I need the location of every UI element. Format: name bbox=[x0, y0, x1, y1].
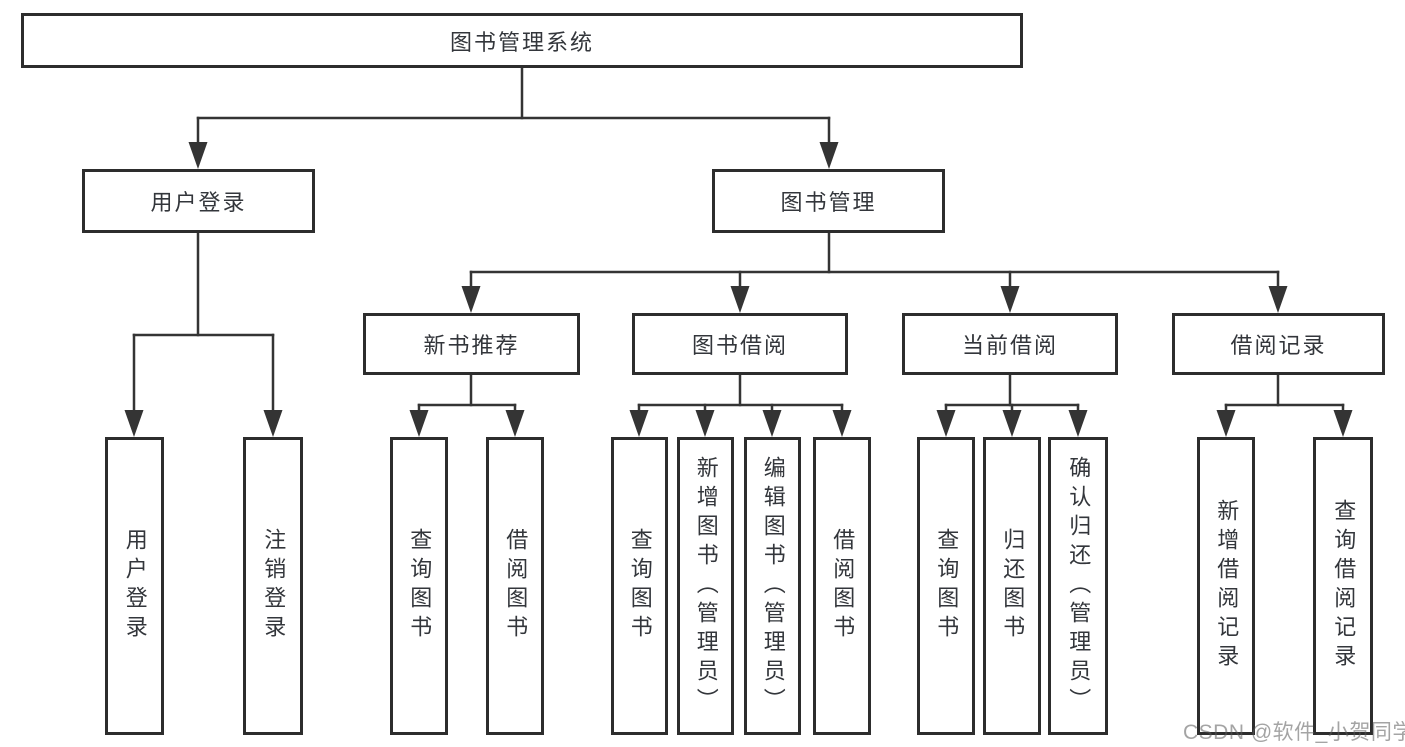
node-new-book-recommend-label: 新书推荐 bbox=[423, 333, 520, 358]
leaf-user-login-label: 用户登录 bbox=[122, 528, 148, 644]
node-current-borrow: 当前借阅 bbox=[902, 313, 1118, 375]
leaf-user-login: 用户登录 bbox=[105, 437, 164, 735]
leaf-query-books-current: 查询图书 bbox=[917, 437, 975, 735]
node-user-login-label: 用户登录 bbox=[150, 190, 247, 215]
leaf-query-books-borrow-label: 查询图书 bbox=[627, 528, 653, 644]
leaf-edit-books-admin: 编辑图书（管理员） bbox=[744, 437, 801, 735]
leaf-add-books-admin-label: 新增图书（管理员） bbox=[693, 455, 719, 717]
node-book-borrow-label: 图书借阅 bbox=[691, 333, 788, 358]
leaf-logout-login-label: 注销登录 bbox=[261, 528, 287, 644]
leaf-query-books-current-label: 查询图书 bbox=[934, 528, 960, 644]
leaf-confirm-return-admin-label: 确认归还（管理员） bbox=[1066, 455, 1092, 717]
leaf-logout-login: 注销登录 bbox=[243, 437, 303, 735]
node-book-management-label: 图书管理 bbox=[780, 190, 877, 215]
node-borrow-records: 借阅记录 bbox=[1172, 313, 1385, 375]
node-new-book-recommend: 新书推荐 bbox=[363, 313, 580, 375]
leaf-borrow-books-recommend-label: 借阅图书 bbox=[503, 528, 529, 644]
leaf-query-borrow-record-label: 查询借阅记录 bbox=[1331, 499, 1357, 673]
leaf-query-books-recommend-label: 查询图书 bbox=[407, 528, 433, 644]
leaf-add-books-admin: 新增图书（管理员） bbox=[677, 437, 734, 735]
leaf-return-books-label: 归还图书 bbox=[1000, 528, 1026, 644]
leaf-query-borrow-record: 查询借阅记录 bbox=[1313, 437, 1373, 735]
leaf-borrow-books-borrow: 借阅图书 bbox=[813, 437, 871, 735]
leaf-edit-books-admin-label: 编辑图书（管理员） bbox=[760, 455, 786, 717]
leaf-confirm-return-admin: 确认归还（管理员） bbox=[1048, 437, 1108, 735]
node-user-login: 用户登录 bbox=[82, 169, 315, 233]
node-borrow-records-label: 借阅记录 bbox=[1230, 333, 1327, 358]
leaf-query-books-borrow: 查询图书 bbox=[611, 437, 668, 735]
watermark: CSDN @软件_小贺同学 bbox=[1183, 721, 1405, 744]
leaf-return-books: 归还图书 bbox=[983, 437, 1041, 735]
node-library-system: 图书管理系统 bbox=[21, 13, 1023, 68]
leaf-add-borrow-record: 新增借阅记录 bbox=[1197, 437, 1255, 735]
node-current-borrow-label: 当前借阅 bbox=[961, 333, 1058, 358]
leaf-query-books-recommend: 查询图书 bbox=[390, 437, 448, 735]
leaf-add-borrow-record-label: 新增借阅记录 bbox=[1214, 499, 1240, 673]
leaf-borrow-books-recommend: 借阅图书 bbox=[486, 437, 544, 735]
node-library-system-label: 图书管理系统 bbox=[449, 29, 594, 55]
leaf-borrow-books-borrow-label: 借阅图书 bbox=[830, 528, 856, 644]
node-book-management: 图书管理 bbox=[712, 169, 945, 233]
node-book-borrow: 图书借阅 bbox=[632, 313, 848, 375]
